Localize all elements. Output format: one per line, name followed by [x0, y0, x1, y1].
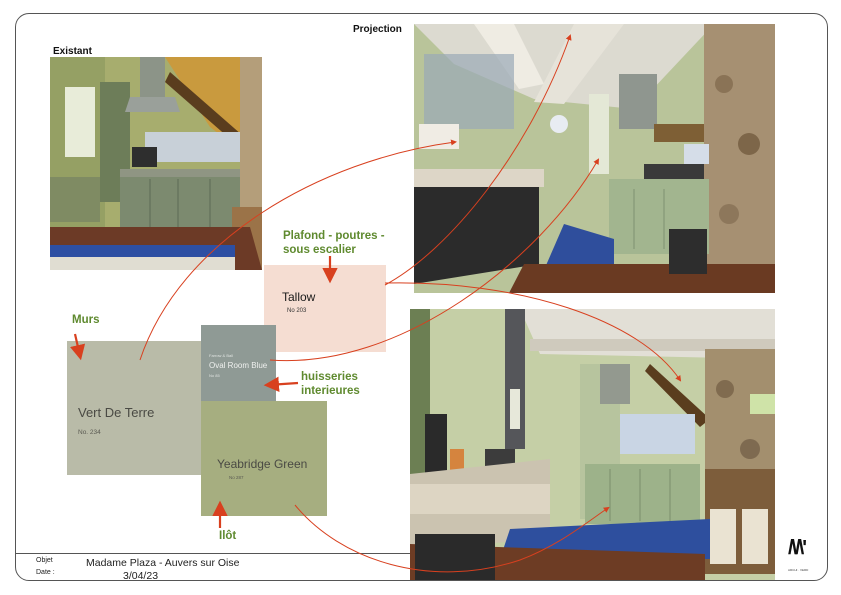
page-frame	[15, 13, 828, 581]
projection-photo-top	[414, 24, 775, 293]
swatch-oval-room-blue-brand: Farrow & Ball	[209, 353, 234, 358]
swatch-tallow-number: No 203	[287, 308, 307, 314]
logo-subtitle: ARCHI · VERD	[788, 568, 809, 572]
footer-date-value: 3/04/23	[123, 570, 159, 582]
swatch-oval-room-blue-number: No 85	[209, 373, 220, 378]
swatch-tallow-name: Tallow	[282, 290, 316, 304]
swatch-vert-de-terre-number: No. 234	[78, 429, 101, 436]
swatch-oval-room-blue: Farrow & Ball Oval Room Blue No 85	[201, 325, 276, 401]
label-plafond: Plafond - poutres - sous escalier	[283, 230, 385, 256]
swatch-yeabridge-green-number: No 287	[229, 475, 244, 480]
swatch-tallow: Tallow No 203	[264, 265, 386, 352]
footer-objet-label: Objet	[36, 557, 53, 564]
footer-project-name: Madame Plaza - Auvers sur Oise	[86, 557, 240, 569]
swatch-vert-de-terre: Vert De Terre No. 234	[67, 341, 202, 475]
existing-kitchen-photo	[50, 57, 262, 270]
label-huisseries: huisseries interieures	[301, 371, 360, 397]
footer-date-label: Date :	[36, 569, 55, 576]
company-logo: /\/\' ARCHI · VERD	[788, 538, 824, 574]
swatch-yeabridge-green: Yeabridge Green No 287	[201, 401, 327, 516]
swatch-vert-de-terre-name: Vert De Terre	[78, 405, 155, 420]
projection-photo-bottom	[410, 309, 775, 580]
label-ilot: Ilôt	[219, 530, 237, 542]
swatch-oval-room-blue-name: Oval Room Blue	[209, 361, 268, 370]
heading-projection: Projection	[353, 24, 402, 35]
label-murs: Murs	[72, 314, 100, 326]
swatch-yeabridge-green-name: Yeabridge Green	[217, 457, 308, 471]
logo-mark: /\/\'	[788, 537, 807, 559]
footer-divider	[16, 553, 411, 554]
heading-existant: Existant	[53, 46, 92, 57]
